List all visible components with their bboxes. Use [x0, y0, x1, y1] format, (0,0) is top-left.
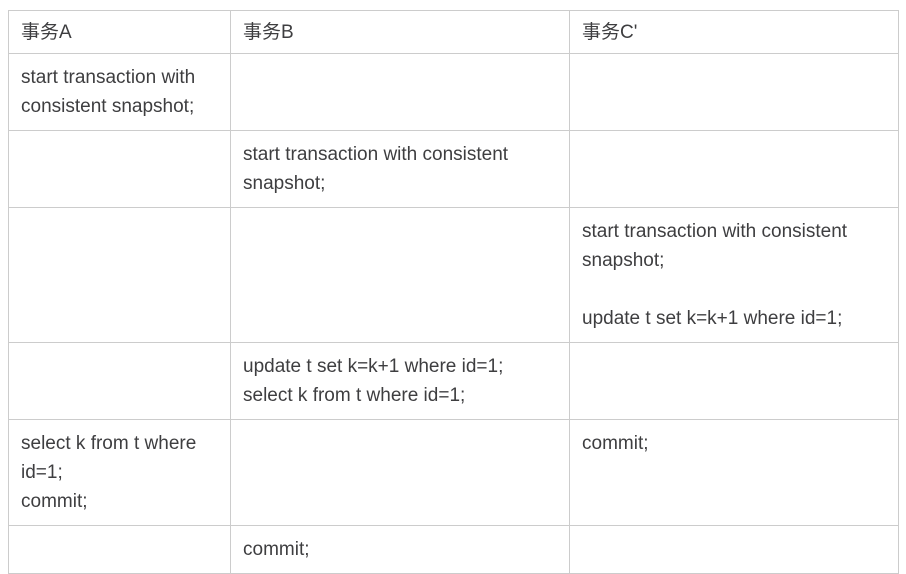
table-row: start transaction with consistent snapsh…	[8, 130, 899, 208]
table-row: start transaction with consistent snapsh…	[8, 207, 899, 343]
table-row: select k from t where id=1; commit; comm…	[8, 419, 899, 526]
table-header: 事务A 事务B 事务C'	[8, 10, 899, 54]
cell-row3-transaction-a	[8, 207, 231, 343]
column-header-transaction-c: 事务C'	[569, 10, 899, 54]
cell-row6-transaction-a	[8, 525, 231, 574]
cell-row3-transaction-b	[230, 207, 570, 343]
column-header-transaction-b: 事务B	[230, 10, 570, 54]
column-header-transaction-a: 事务A	[8, 10, 231, 54]
header-row: 事务A 事务B 事务C'	[8, 10, 899, 54]
table-row: start transaction with consistent snapsh…	[8, 53, 899, 131]
cell-row1-transaction-b	[230, 53, 570, 131]
cell-row1-transaction-c	[569, 53, 899, 131]
cell-row6-transaction-c	[569, 525, 899, 574]
cell-row3-transaction-c: start transaction with consistent snapsh…	[569, 207, 899, 343]
table-row: commit;	[8, 525, 899, 574]
cell-row2-transaction-c	[569, 130, 899, 208]
cell-row5-transaction-a: select k from t where id=1; commit;	[8, 419, 231, 526]
cell-row2-transaction-a	[8, 130, 231, 208]
cell-row6-transaction-b: commit;	[230, 525, 570, 574]
cell-row1-transaction-a: start transaction with consistent snapsh…	[8, 53, 231, 131]
cell-row4-transaction-b: update t set k=k+1 where id=1; select k …	[230, 342, 570, 420]
table-body: start transaction with consistent snapsh…	[8, 53, 899, 574]
cell-row5-transaction-c: commit;	[569, 419, 899, 526]
transaction-timeline-table: 事务A 事务B 事务C' start transaction with cons…	[8, 10, 899, 574]
cell-row5-transaction-b	[230, 419, 570, 526]
cell-row4-transaction-a	[8, 342, 231, 420]
cell-row2-transaction-b: start transaction with consistent snapsh…	[230, 130, 570, 208]
cell-row4-transaction-c	[569, 342, 899, 420]
table-row: update t set k=k+1 where id=1; select k …	[8, 342, 899, 420]
